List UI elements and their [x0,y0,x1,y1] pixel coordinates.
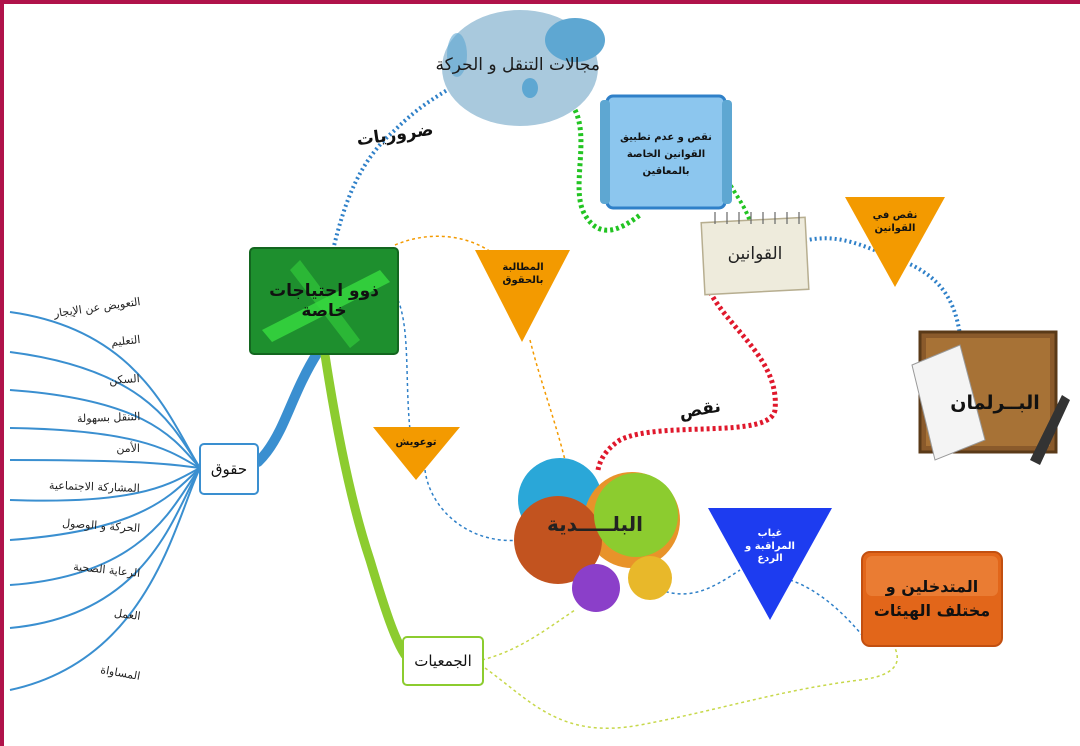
triangle-awareness-label: توعويش [395,437,437,448]
link-awareness-municipality [424,469,521,542]
laws-notepad-shape [700,216,810,296]
triangle-laws-label: نقص في القوانين [872,210,918,234]
frame-left-border [0,0,4,746]
rights-leaf-item[interactable]: التنقل بسهولة [76,410,141,426]
rights-box-shape [199,443,259,495]
parliament-node-label[interactable]: البــرلمان [950,392,1040,414]
link-central-associations [320,350,410,660]
associations-node-label[interactable]: الجمعيات [414,652,472,670]
rights-leaves-lines [9,311,201,691]
associations-box-shape [402,636,484,686]
link-central-rights [253,347,323,467]
link-oversight-stakeholders [789,579,863,636]
frame-top-border [0,0,1080,4]
laws-note-label[interactable]: نقص و عدم تطبيق القوانين الخاصة بالمعاقي… [620,131,712,177]
link-laws-municipality [595,290,778,471]
link-central-demand [394,235,496,256]
link-assoc-municipality [481,609,576,661]
mobility-node-label[interactable]: مجالات التنقل و الحركة [435,55,600,75]
triangle-demand-label: المطالبة بالحقوق [502,262,544,286]
link-municipality-oversight [659,569,741,595]
rights-leaf-item[interactable]: الأمن [116,442,140,455]
link-central-mobility [331,83,457,251]
stakeholders-node-label[interactable]: المتدخلين و مختلف الهيئات [873,577,991,620]
laws-node-label[interactable]: القوانين [727,244,783,264]
central-node-label[interactable]: ذوو احتياجات خاصة [269,281,379,321]
link-laws-parliament [799,236,962,336]
triangle-laws-shape [845,197,945,287]
link-central-awareness [397,299,411,431]
link-demand-municipality [529,339,566,461]
link-assoc-stakeholders [484,647,898,729]
rights-leaf-item[interactable]: السكن [108,372,141,388]
rights-node-label[interactable]: حقوق [210,460,248,478]
municipality-gears [514,458,680,612]
municipality-node-label[interactable]: البلـــــدية [546,512,644,536]
triangle-oversight-shape [708,508,832,620]
triangle-awareness-shape [373,427,460,480]
triangle-oversight-label: غياب المراقبة و الردع [745,528,795,564]
link-lawsnote-laws [726,179,752,223]
triangle-demand-shape [475,250,570,342]
